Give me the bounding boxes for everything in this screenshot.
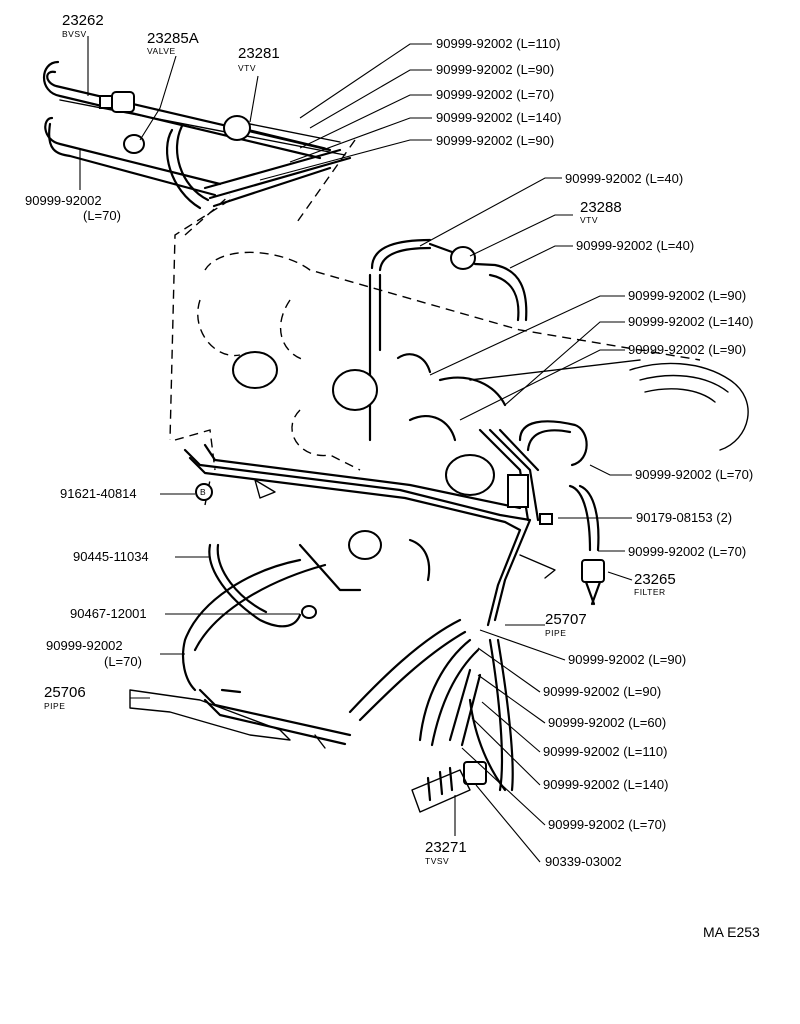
label-hose-2: 90999-92002 (L=90) — [436, 62, 554, 77]
label-hose-b3: 90999-92002 (L=60) — [548, 715, 666, 730]
label-hose-4: 90999-92002 (L=140) — [436, 110, 561, 125]
label-pipe-right-number: 25707 — [545, 611, 587, 628]
label-clamp-b: 91621-40814 — [60, 486, 137, 501]
label-hose-left: 90445-11034 — [73, 549, 149, 564]
label-hose-5: 90999-92002 (L=90) — [436, 133, 554, 148]
label-filter-number: 23265 — [634, 571, 676, 588]
label-hose-8: 90999-92002 (L=90) — [628, 288, 746, 303]
label-left-top-length: (L=70) — [83, 208, 121, 223]
pipe-bracket — [507, 474, 529, 508]
label-plug: 90339-03002 — [545, 854, 622, 869]
bvsv-body — [111, 91, 135, 113]
label-hose-b4: 90999-92002 (L=110) — [543, 744, 667, 759]
label-hose-3: 90999-92002 (L=70) — [436, 87, 554, 102]
label-hose-6: 90999-92002 (L=40) — [565, 171, 683, 186]
right-hose-group — [518, 420, 605, 606]
clip-body — [301, 605, 317, 619]
actuator-center — [332, 369, 378, 411]
label-vtv-mid-name: VTV — [580, 215, 598, 225]
label-vtv-upper-name: VTV — [238, 63, 256, 73]
part-labels: 23262 BVSV 23285A VALVE 23281 VTV 90999-… — [25, 12, 760, 940]
actuator-lower — [348, 530, 382, 560]
label-bvsv-number: 23262 — [62, 12, 104, 29]
engine-outline — [197, 251, 749, 496]
label-valve-number: 23285A — [147, 30, 199, 47]
lower-left-hose-group — [181, 530, 431, 692]
actuator-left — [232, 351, 278, 389]
label-hose-1: 90999-92002 (L=110) — [436, 36, 560, 51]
label-tvsv-name: TVSV — [425, 856, 449, 866]
filter-body — [581, 559, 605, 583]
label-hose-b2: 90999-92002 (L=90) — [543, 684, 661, 699]
label-left-mid-number: 90999-92002 — [46, 638, 123, 653]
label-hose-12: 90999-92002 (L=70) — [628, 544, 746, 559]
label-hose-b6: 90999-92002 (L=70) — [548, 817, 666, 832]
label-hose-11: 90999-92002 (L=70) — [635, 467, 753, 482]
label-pipe-left-number: 25706 — [44, 684, 86, 701]
label-grommet: 90179-08153 (2) — [636, 510, 732, 525]
valve-body — [123, 134, 145, 154]
label-hose-10: 90999-92002 (L=90) — [628, 342, 746, 357]
grommet-body — [539, 513, 553, 525]
mid-hose-group — [368, 238, 528, 442]
tvsv-hose-group — [348, 618, 514, 813]
actuator-right — [445, 454, 495, 496]
clamp-b-marker — [195, 483, 213, 501]
label-hose-b1: 90999-92002 (L=90) — [568, 652, 686, 667]
label-left-mid-length: (L=70) — [104, 654, 142, 669]
label-filter-name: FILTER — [634, 587, 666, 597]
label-bvsv-name: BVSV — [62, 29, 87, 39]
drawing-reference: MA E253 — [703, 924, 760, 940]
pipe-bundle — [183, 428, 556, 627]
upper-hose-assembly — [43, 60, 352, 210]
hose-illustration — [43, 60, 749, 813]
label-hose-9: 90999-92002 (L=140) — [628, 314, 753, 329]
tvsv-body — [463, 761, 487, 785]
label-valve-name: VALVE — [147, 46, 176, 56]
bvsv-port — [99, 95, 113, 109]
vtv-upper-body — [223, 115, 251, 141]
label-tvsv-number: 23271 — [425, 839, 467, 856]
label-hose-b5: 90999-92002 (L=140) — [543, 777, 668, 792]
leader-lines — [79, 36, 633, 863]
vtv-mid-body — [450, 246, 476, 270]
label-left-top-number: 90999-92002 — [25, 193, 102, 208]
label-clamp-b-marker: B — [200, 487, 206, 497]
label-vtv-upper-number: 23281 — [238, 45, 280, 62]
lower-pipe-assembly — [129, 688, 352, 749]
label-pipe-right-name: PIPE — [545, 628, 566, 638]
label-clip: 90467-12001 — [70, 606, 147, 621]
label-vtv-mid-number: 23288 — [580, 199, 622, 216]
label-hose-7: 90999-92002 (L=40) — [576, 238, 694, 253]
label-pipe-left-name: PIPE — [44, 701, 65, 711]
